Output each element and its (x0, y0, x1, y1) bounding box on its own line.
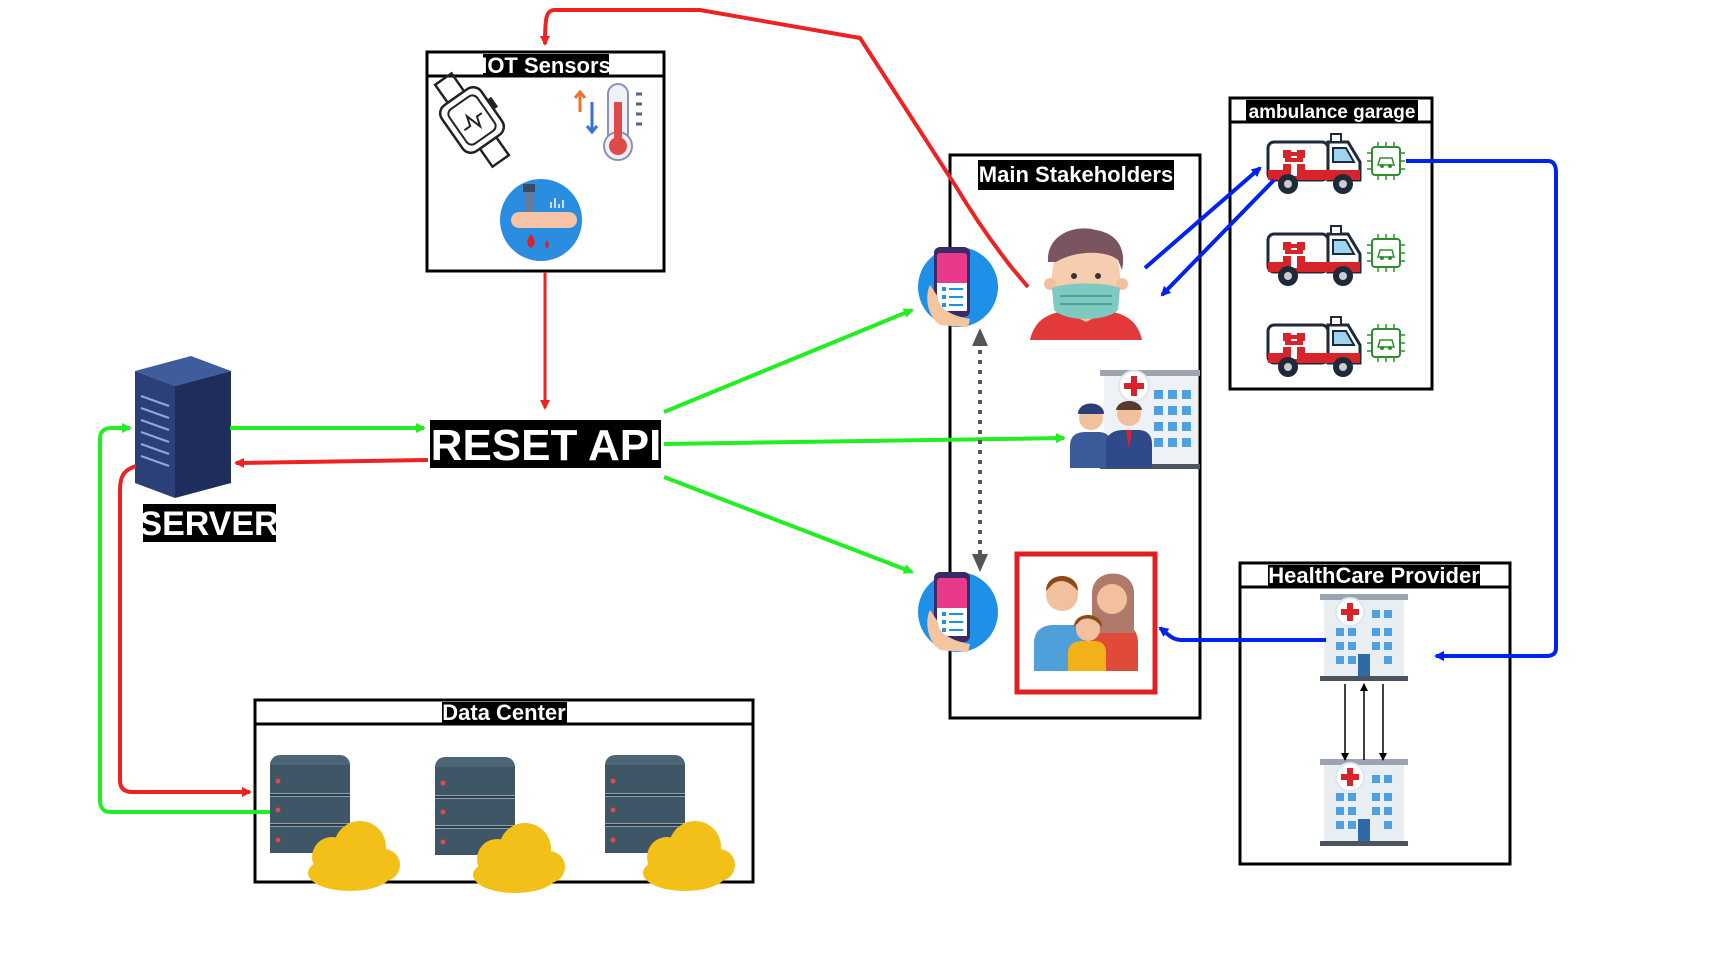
arrow-api-to-server (234, 457, 429, 468)
server-rack-icon (135, 356, 231, 498)
arrow-ambulance-to-provider (1406, 159, 1558, 661)
iot-chip-icon-3 (1366, 323, 1406, 363)
arrow-provider-to-family (1158, 626, 1326, 642)
mobile-app-icon-top (918, 247, 998, 327)
hospital-building-icon-2 (1319, 758, 1409, 847)
masked-patient-icon (1030, 228, 1142, 340)
healthcare-provider-title: HealthCare Provider (1268, 563, 1480, 588)
arrow-patient-to-sensors (540, 8, 1030, 289)
mobile-app-icon-bottom (918, 572, 998, 652)
reset-api-label: RESET API (431, 421, 662, 470)
server-label: SERVER (139, 505, 278, 543)
ambulance-garage-title: ambulance garage (1249, 102, 1416, 123)
thermometer-icon (573, 83, 642, 161)
peer-link-arrowhead-up (972, 328, 988, 346)
iot-chip-icon-2 (1366, 233, 1406, 273)
glucose-sensor-icon (500, 179, 582, 261)
arrow-datacenter-to-server (98, 423, 270, 814)
arrow-api-to-family-app (663, 475, 914, 574)
arrow-api-to-hospital-staff (663, 433, 1066, 446)
arrow-ambulance-to-patient (1160, 178, 1276, 297)
server-label-box: SERVER (139, 504, 279, 543)
arrow-api-to-patient-app (663, 308, 914, 414)
family-icon (1014, 551, 1158, 695)
peer-link-arrowhead-down (972, 554, 988, 572)
reset-api-node: RESET API (430, 420, 661, 470)
hospital-building-icon-1 (1319, 593, 1409, 682)
iot-sensors-title: IOT Sensors (481, 53, 611, 78)
main-stakeholders-title: Main Stakeholders (979, 162, 1173, 187)
smartwatch-icon (433, 71, 511, 169)
data-center-title: Data Center (442, 700, 566, 725)
arrow-patient-to-ambulance (1143, 166, 1262, 270)
iot-chip-icon-1 (1366, 141, 1406, 181)
arrow-server-to-datacenter (118, 464, 252, 797)
hospital-staff-icon (1070, 370, 1200, 469)
